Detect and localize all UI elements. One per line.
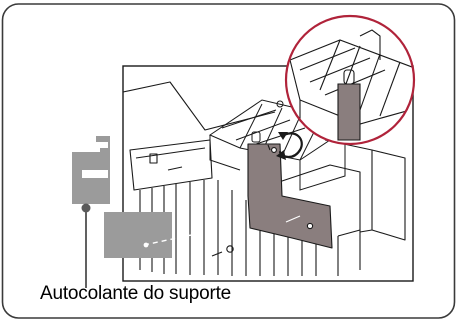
zoom-detail	[284, 14, 416, 146]
stand-line-art	[122, 81, 406, 276]
curved-double-arrow-icon	[276, 132, 303, 160]
stand-bracket	[247, 143, 333, 249]
sticker-lower	[104, 212, 172, 258]
sticker-caption: Autocolante do suporte	[40, 283, 232, 304]
bracket-sticker	[72, 136, 197, 288]
frame-border	[1, 3, 456, 319]
monitor-rear-view	[122, 65, 414, 282]
zoom-bracket	[337, 83, 361, 141]
